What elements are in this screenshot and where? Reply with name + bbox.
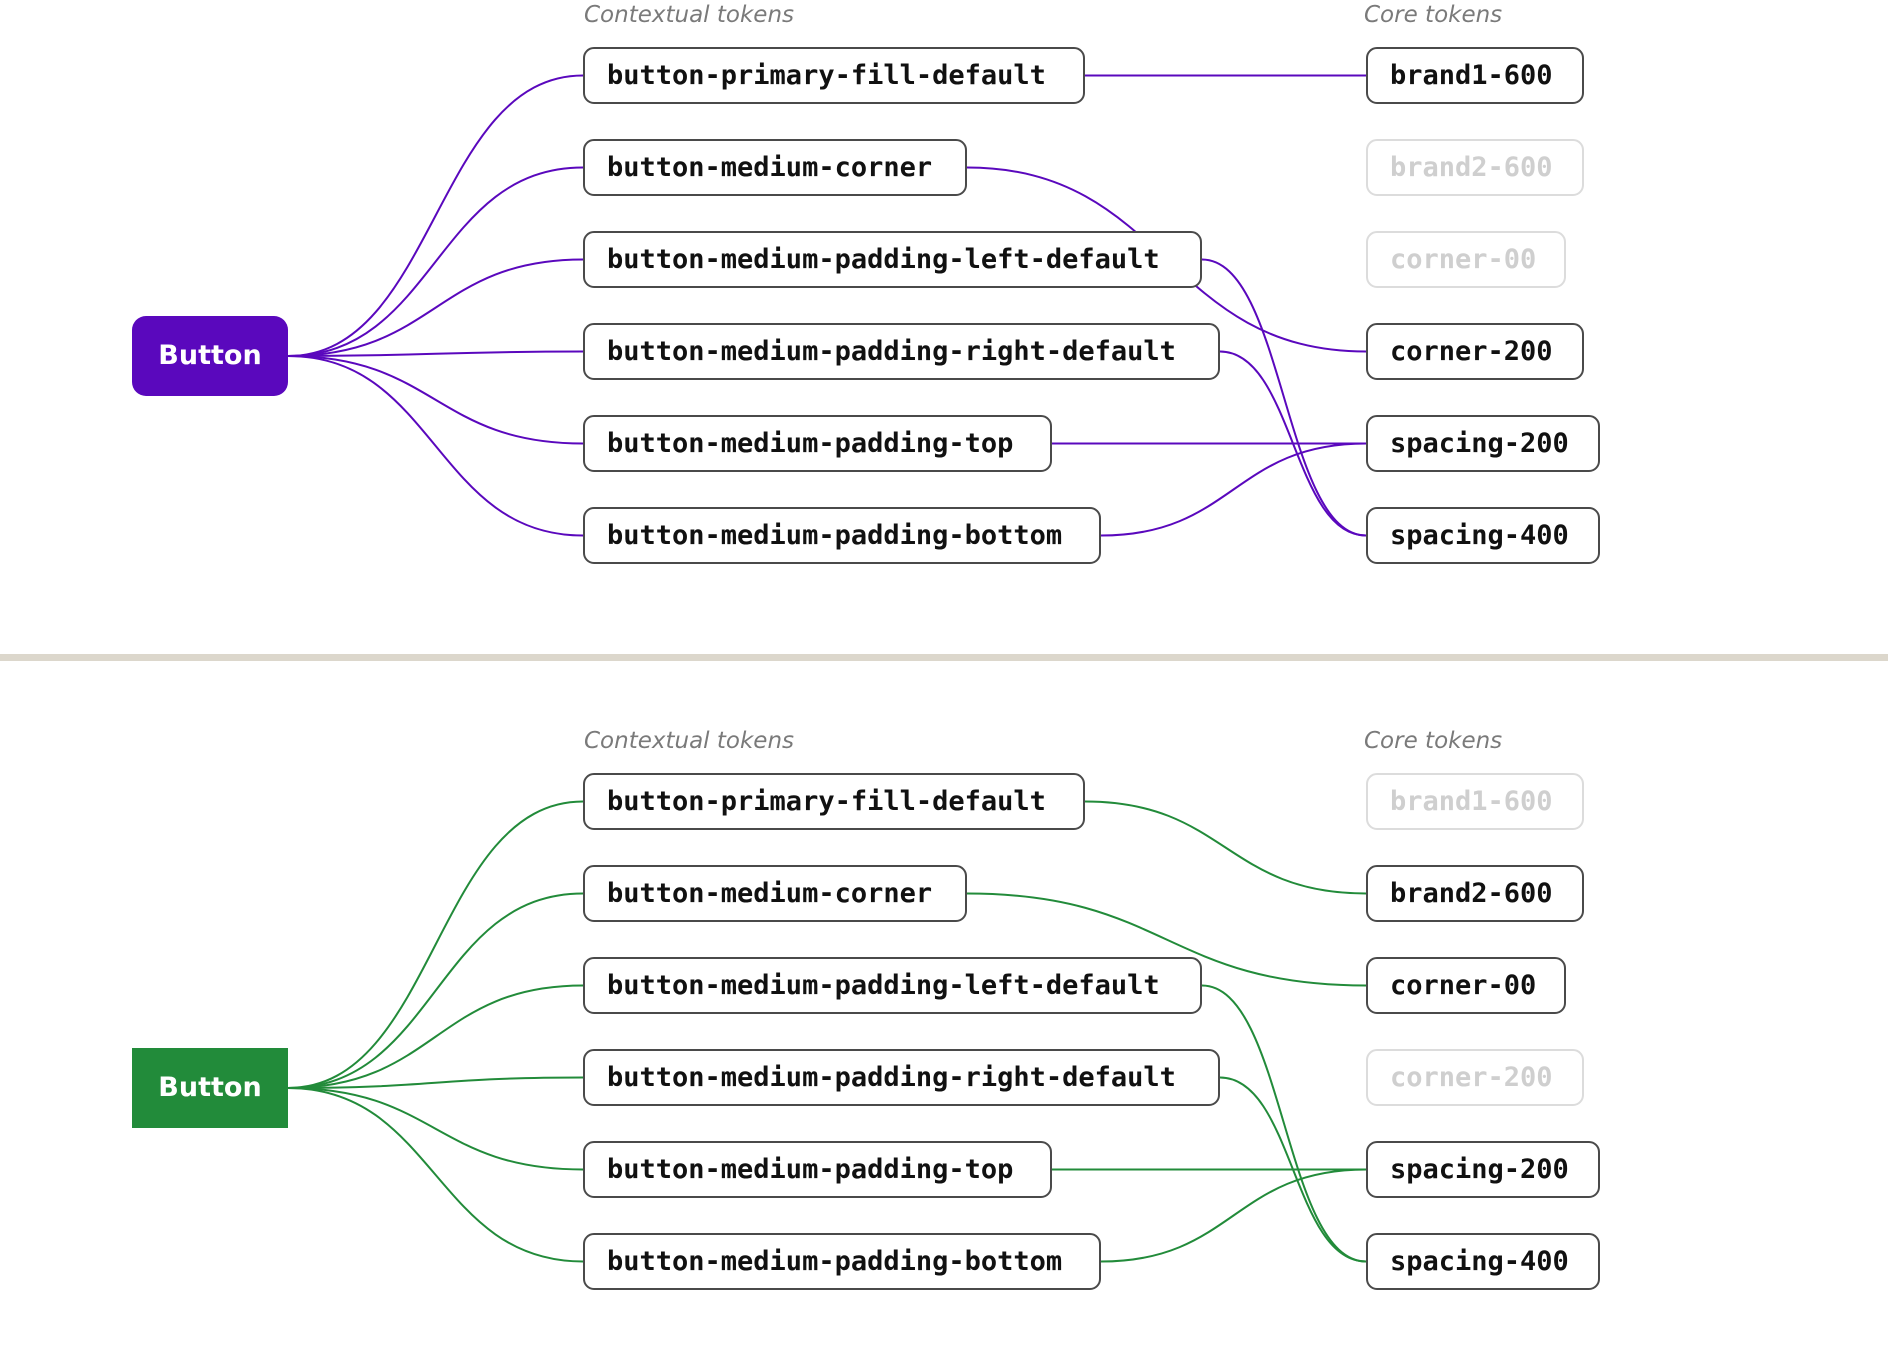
component-to-contextual-connector — [287, 892, 584, 1089]
contextual-tokens-heading: Contextual tokens — [584, 728, 794, 754]
component-to-contextual-connector — [287, 1087, 584, 1171]
contextual-to-core-connector — [1100, 442, 1367, 537]
component-to-contextual-connector — [287, 355, 584, 445]
core-token-spacing-200[interactable]: spacing-200 — [1366, 415, 1600, 472]
core-token-corner-00[interactable]: corner-00 — [1366, 957, 1566, 1014]
contextual-to-core-connector — [1201, 984, 1367, 1263]
component-to-contextual-connector — [287, 258, 584, 357]
contextual-tokens-heading: Contextual tokens — [584, 2, 794, 28]
contextual-to-core-connector — [1100, 1168, 1367, 1263]
core-token-corner-00[interactable]: corner-00 — [1366, 231, 1566, 288]
component-to-contextual-connector — [287, 800, 584, 1089]
component-to-contextual-connector — [287, 350, 584, 357]
contextual-token-corner[interactable]: button-medium-corner — [583, 139, 967, 196]
contextual-token-padding-top[interactable]: button-medium-padding-top — [583, 415, 1052, 472]
core-tokens-heading: Core tokens — [1364, 728, 1503, 754]
core-token-brand2-600[interactable]: brand2-600 — [1366, 139, 1584, 196]
token-map-purple: Contextual tokens Core tokens Button but… — [0, 0, 1888, 646]
core-token-spacing-400[interactable]: spacing-400 — [1366, 507, 1600, 564]
button-component-green[interactable]: Button — [132, 1048, 288, 1128]
core-tokens-heading: Core tokens — [1364, 2, 1503, 28]
button-component-purple[interactable]: Button — [132, 316, 288, 396]
contextual-to-core-connector — [1201, 258, 1367, 537]
core-token-corner-200[interactable]: corner-200 — [1366, 323, 1584, 380]
contextual-token-primary-fill[interactable]: button-primary-fill-default — [583, 773, 1085, 830]
core-token-brand1-600[interactable]: brand1-600 — [1366, 773, 1584, 830]
component-to-contextual-connector — [287, 1087, 584, 1263]
connector-lines — [287, 800, 1367, 1263]
contextual-token-padding-bottom[interactable]: button-medium-padding-bottom — [583, 1233, 1101, 1290]
contextual-token-corner[interactable]: button-medium-corner — [583, 865, 967, 922]
component-to-contextual-connector — [287, 166, 584, 357]
core-token-brand1-600[interactable]: brand1-600 — [1366, 47, 1584, 104]
contextual-token-padding-bottom[interactable]: button-medium-padding-bottom — [583, 507, 1101, 564]
contextual-token-padding-left[interactable]: button-medium-padding-left-default — [583, 231, 1202, 288]
component-to-contextual-connector — [287, 355, 584, 537]
core-token-brand2-600[interactable]: brand2-600 — [1366, 865, 1584, 922]
component-to-contextual-connector — [287, 984, 584, 1089]
connector-lines — [287, 74, 1367, 537]
core-token-corner-200[interactable]: corner-200 — [1366, 1049, 1584, 1106]
contextual-token-padding-right[interactable]: button-medium-padding-right-default — [583, 1049, 1220, 1106]
contextual-to-core-connector — [966, 892, 1367, 987]
core-token-spacing-200[interactable]: spacing-200 — [1366, 1141, 1600, 1198]
contextual-token-padding-top[interactable]: button-medium-padding-top — [583, 1141, 1052, 1198]
contextual-token-padding-right[interactable]: button-medium-padding-right-default — [583, 323, 1220, 380]
section-divider — [0, 654, 1888, 661]
contextual-to-core-connector — [1084, 800, 1367, 895]
token-map-green: Contextual tokens Core tokens Button but… — [0, 726, 1888, 1372]
core-token-spacing-400[interactable]: spacing-400 — [1366, 1233, 1600, 1290]
contextual-token-padding-left[interactable]: button-medium-padding-left-default — [583, 957, 1202, 1014]
contextual-token-primary-fill[interactable]: button-primary-fill-default — [583, 47, 1085, 104]
component-to-contextual-connector — [287, 74, 584, 357]
component-to-contextual-connector — [287, 1076, 584, 1089]
